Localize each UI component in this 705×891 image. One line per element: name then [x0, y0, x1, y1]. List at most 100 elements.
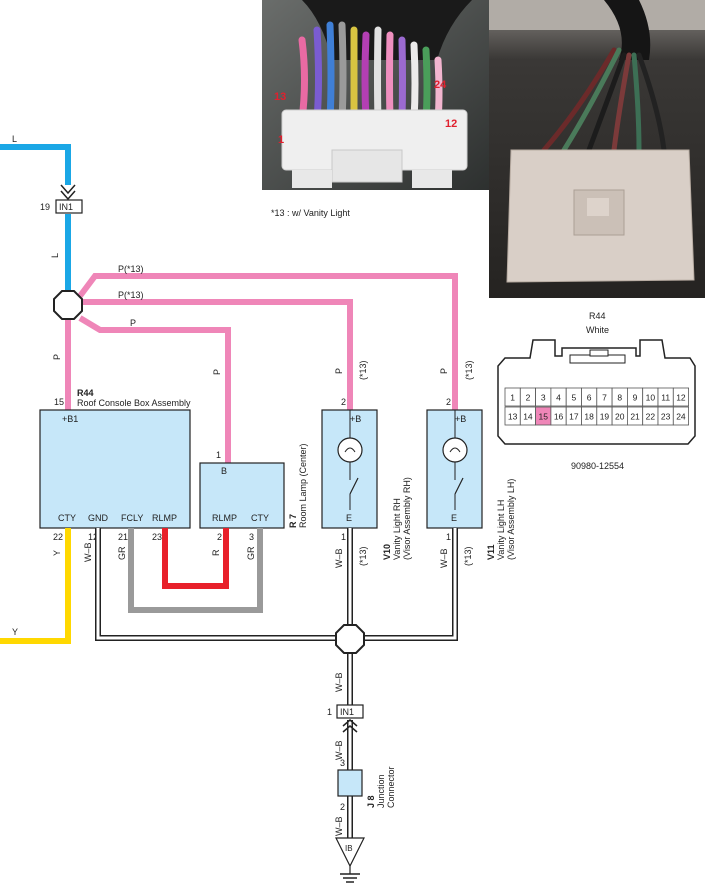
component-r44-pin-22: 22: [53, 532, 63, 542]
wire-label-p-v11: P: [439, 368, 449, 374]
wire-label-wb-v11: W–B: [439, 548, 449, 568]
connector-in1-bottom: [336, 704, 364, 719]
component-j8-id: J 8: [366, 795, 376, 808]
connector-in1-top: [55, 199, 83, 214]
wire-label-r: R: [211, 549, 221, 556]
component-r44-term-gnd: GND: [88, 513, 109, 523]
ground-ib-label: IB: [345, 844, 353, 853]
component-v11-id: V11: [486, 544, 496, 560]
component-r44-term-cty: CTY: [58, 513, 76, 523]
component-j8-name2: Connector: [386, 766, 396, 808]
wire-gray-gr: [128, 528, 263, 613]
component-r7-name: Room Lamp (Center): [298, 443, 308, 528]
component-r44-pin-12: 12: [88, 532, 98, 542]
connector-photo-right: [489, 0, 705, 298]
component-r7-term-rlmp: RLMP: [212, 513, 237, 523]
connector-photo-left: 13 24 1 12: [262, 0, 489, 190]
wire-red-r: [162, 528, 229, 589]
wire-yellow-y: [0, 528, 71, 644]
switch-icon-v10: [349, 477, 359, 495]
component-r7-pin-b: 1: [216, 450, 221, 460]
component-v10-name1: Vanity Light RH: [392, 498, 402, 560]
component-r44-b1: +B1: [62, 414, 78, 424]
connector-pin-label-3: 3: [541, 393, 546, 403]
component-v11-plus: +B: [455, 414, 466, 424]
component-r7-id: R 7: [288, 514, 298, 528]
component-r7-pin-3: 3: [249, 532, 254, 542]
component-r44-id: R44: [77, 388, 94, 398]
connector-pin-label-5: 5: [571, 393, 576, 403]
component-v10-id: V10: [382, 544, 392, 560]
wire-label-p-r7: P: [212, 369, 222, 375]
connector-pin-label-10: 10: [646, 393, 656, 403]
component-v11-name2: (Visor Assembly LH): [506, 479, 516, 560]
pin-label-1: 1: [278, 134, 284, 146]
connector-pin-cell-24: [672, 406, 689, 426]
wire-label-gr-r44: GR: [117, 546, 127, 560]
component-j8-box: [337, 769, 363, 797]
connector-pin-label-12: 12: [676, 393, 686, 403]
wire-label-wb-r44: W–B: [83, 542, 93, 562]
wire-label-p-branch3: P: [130, 318, 136, 328]
wire-blue-l: [0, 144, 76, 296]
connector-view-color: White: [586, 325, 609, 335]
component-v10-e: E: [346, 513, 352, 523]
wire-label-y-vert: Y: [52, 550, 62, 556]
connector-pin-label-11: 11: [661, 393, 670, 403]
wire-label-gr-r7: GR: [246, 546, 256, 560]
junction-splice-ground: [335, 624, 365, 654]
connector-j8-pin-bottom: 2: [340, 802, 345, 812]
connector-pin-label-18: 18: [584, 412, 594, 422]
connector-pin-label-23: 23: [661, 412, 671, 422]
connector-pin-label-17: 17: [569, 412, 579, 422]
wire-label-star13-v10: (*13): [358, 360, 368, 380]
connector-photo-left-art: 13 24 1 12: [262, 0, 489, 190]
component-r44-pin-b1: 15: [54, 397, 64, 407]
connector-pin-label-2: 2: [526, 393, 531, 403]
wire-label-wb-low: W–B: [334, 740, 344, 760]
pin-label-13: 13: [274, 91, 286, 103]
connector-j8-pin-top: 3: [340, 758, 345, 768]
connector-pin-label-24: 24: [676, 412, 686, 422]
component-r44-pin-23: 23: [152, 532, 162, 542]
component-r7-pin-2: 2: [217, 532, 222, 542]
connector-pin-label-7: 7: [602, 393, 607, 403]
component-r7-b: B: [221, 466, 227, 476]
component-r7-box: [199, 462, 285, 529]
junction-splice-top: [53, 290, 83, 320]
component-r44-term-rlmp: RLMP: [152, 513, 177, 523]
connector-pin-label-20: 20: [615, 412, 625, 422]
connector-view-part-number: 90980-12554: [571, 461, 624, 471]
connector-in1-top-pin: 19: [40, 202, 50, 212]
wire-label-p-branch2: P(*13): [118, 290, 144, 300]
connector-pin-label-4: 4: [556, 393, 561, 403]
component-j8-name1: Junction: [376, 774, 386, 808]
wire-label-wb-bottom: W–B: [334, 816, 344, 836]
component-r44-box: [39, 409, 191, 529]
pin-label-24: 24: [434, 79, 447, 91]
connector-pin-label-6: 6: [587, 393, 592, 403]
component-v10-pin-top: 2: [341, 397, 346, 407]
wire-label-l-top: L: [12, 134, 17, 144]
connector-pin-label-22: 22: [646, 412, 656, 422]
wire-label-star13-v11: (*13): [464, 360, 474, 380]
wire-label-p-v10: P: [334, 368, 344, 374]
wire-label-star13-v11-bot: (*13): [463, 546, 473, 566]
connector-pin-label-9: 9: [633, 393, 638, 403]
connector-in1-bottom-pin: 1: [327, 707, 332, 717]
connector-pin-label-13: 13: [508, 412, 518, 422]
connector-pin-label-19: 19: [600, 412, 610, 422]
connector-pin-label-8: 8: [617, 393, 622, 403]
connector-pin-label-21: 21: [630, 412, 640, 422]
wire-label-p-branch1: P(*13): [118, 264, 144, 274]
component-v10-plus: +B: [350, 414, 361, 424]
wire-pink: [65, 273, 458, 463]
wire-label-wb-mid: W–B: [334, 672, 344, 692]
wire-label-l-mid: L: [50, 253, 60, 258]
component-v10-pin-bot: 1: [341, 532, 346, 542]
bulb-icon-v11: [442, 437, 468, 463]
